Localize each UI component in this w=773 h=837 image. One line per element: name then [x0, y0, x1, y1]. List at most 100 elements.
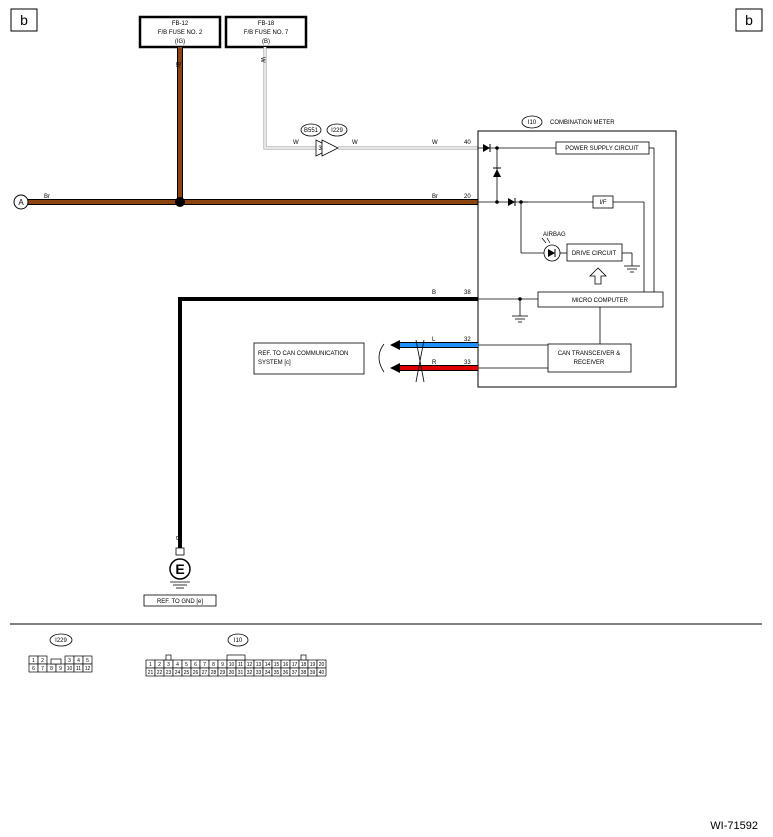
can-communication-ref: REF. TO CAN COMMUNICATION SYSTEM [c] [253, 342, 365, 375]
svg-text:DRIVE CIRCUIT: DRIVE CIRCUIT [572, 251, 617, 257]
connector-pin: 1 [32, 658, 35, 664]
diode-icon [483, 144, 491, 152]
connector-pin: 29 [220, 670, 226, 676]
connector-pin: 12 [247, 662, 253, 668]
connector-pin: 3 [68, 658, 71, 664]
wire-label-w-left: W [293, 140, 299, 146]
interface-box: I/F [592, 195, 614, 209]
connector-i10-label: I10 [521, 115, 543, 129]
connector-pin: 24 [175, 670, 181, 676]
connector-pin: 11 [76, 666, 81, 672]
wire-label-r: R [432, 360, 437, 366]
connector-pin: 2 [158, 662, 161, 668]
connector-pin: 7 [41, 666, 44, 672]
connector-pin: 8 [212, 662, 215, 668]
connector-pin: 17 [292, 662, 298, 668]
can-wire-l [390, 340, 478, 350]
connector-pin: 10 [67, 666, 73, 672]
connector-pin: 12 [85, 666, 91, 672]
svg-text:3: 3 [318, 146, 322, 152]
connector-i229-label: I229 [49, 633, 73, 647]
svg-text:POWER SUPPLY CIRCUIT: POWER SUPPLY CIRCUIT [565, 146, 639, 152]
power-supply-circuit: POWER SUPPLY CIRCUIT [555, 141, 650, 155]
connector-pin: 28 [211, 670, 217, 676]
wire-label-w-mid: W [352, 140, 358, 146]
svg-text:REF. TO CAN COMMUNICATION: REF. TO CAN COMMUNICATION [258, 351, 348, 357]
fuse-box-fb12: FB-12 F/B FUSE NO. 2 (IG) [138, 15, 222, 49]
connector-pin: 30 [229, 670, 235, 676]
wire-label-br-fuse: Br [174, 62, 180, 68]
connector-pin: 32 [247, 670, 253, 676]
svg-text:B551: B551 [304, 128, 319, 134]
connector-pin: 14 [265, 662, 271, 668]
connector-b551-i229: B551 I229 3 [300, 123, 348, 157]
connector-pin: 25 [184, 670, 190, 676]
internal-wiring [478, 147, 655, 369]
svg-text:FB-12: FB-12 [172, 21, 189, 27]
svg-text:A: A [18, 198, 24, 207]
svg-text:(B): (B) [262, 39, 270, 45]
page-mark-left: b [10, 8, 38, 32]
connector-pin: 19 [310, 662, 316, 668]
connector-pin: 33 [256, 670, 262, 676]
diode-icon [508, 198, 516, 206]
pin-32: 32 [464, 337, 471, 343]
connector-pin: 31 [238, 670, 244, 676]
connector-i10-face-label: I10 [227, 633, 249, 647]
svg-text:REF. TO GND [e]: REF. TO GND [e] [157, 599, 203, 605]
can-wire-r [390, 363, 478, 373]
connector-pin: 5 [185, 662, 188, 668]
connector-pin: 1 [149, 662, 152, 668]
svg-text:b: b [20, 12, 28, 28]
svg-text:I229: I229 [55, 638, 67, 644]
connector-pin: 9 [221, 662, 224, 668]
connector-pin: 16 [283, 662, 289, 668]
wire-label-b-top: B [432, 290, 436, 296]
connector-pin: 21 [148, 670, 154, 676]
can-transceiver: CAN TRANSCEIVER & RECEIVER [547, 343, 632, 373]
ground-ref-box: REF. TO GND [e] [143, 594, 217, 607]
svg-text:(IG): (IG) [175, 39, 185, 45]
svg-text:SYSTEM [c]: SYSTEM [c] [258, 360, 291, 366]
airbag-warning-led-icon [541, 237, 561, 262]
diode-icon [493, 167, 501, 177]
brown-wire [28, 47, 478, 207]
connector-pin: 6 [32, 666, 35, 672]
pin-33: 33 [464, 360, 471, 366]
meter-title: COMBINATION METER [550, 120, 615, 126]
airbag-label: AIRBAG [543, 232, 566, 238]
connector-pin: 23 [166, 670, 172, 676]
white-wire [263, 47, 478, 150]
svg-text:RECEIVER: RECEIVER [574, 360, 605, 366]
connector-pin: 4 [176, 662, 179, 668]
wire-label-b-ground: B [174, 536, 180, 540]
wire-label-w-right: W [432, 140, 438, 146]
pin-40: 40 [464, 140, 471, 146]
fuse-box-fb18: FB-18 F/B FUSE NO. 7 (B) [224, 15, 308, 49]
arrow-up-icon [589, 267, 607, 285]
svg-text:FB-18: FB-18 [258, 21, 275, 27]
twisted-pair-marker [378, 339, 425, 383]
connector-pin: 15 [274, 662, 280, 668]
connector-pin: 5 [86, 658, 89, 664]
connector-pin: 9 [59, 666, 62, 672]
ground-icon [624, 265, 640, 273]
svg-text:I/F: I/F [600, 200, 607, 206]
wire-label-br-left: Br [44, 194, 50, 200]
ground-terminal-e: E [169, 547, 191, 589]
connector-pin: 22 [157, 670, 163, 676]
connector-pin: 40 [319, 670, 325, 676]
drive-circuit: DRIVE CIRCUIT [566, 243, 623, 262]
connector-pin: 3 [167, 662, 170, 668]
svg-text:MICRO COMPUTER: MICRO COMPUTER [572, 298, 629, 304]
connector-pin: 37 [292, 670, 298, 676]
connector-pin: 20 [319, 662, 325, 668]
page-mark-right: b [735, 8, 763, 32]
combination-meter [477, 130, 677, 388]
connector-pin: 13 [256, 662, 262, 668]
svg-text:F/B FUSE NO. 2: F/B FUSE NO. 2 [158, 30, 203, 36]
svg-text:b: b [745, 12, 753, 28]
wire-label-w-fuse: W [259, 57, 265, 63]
